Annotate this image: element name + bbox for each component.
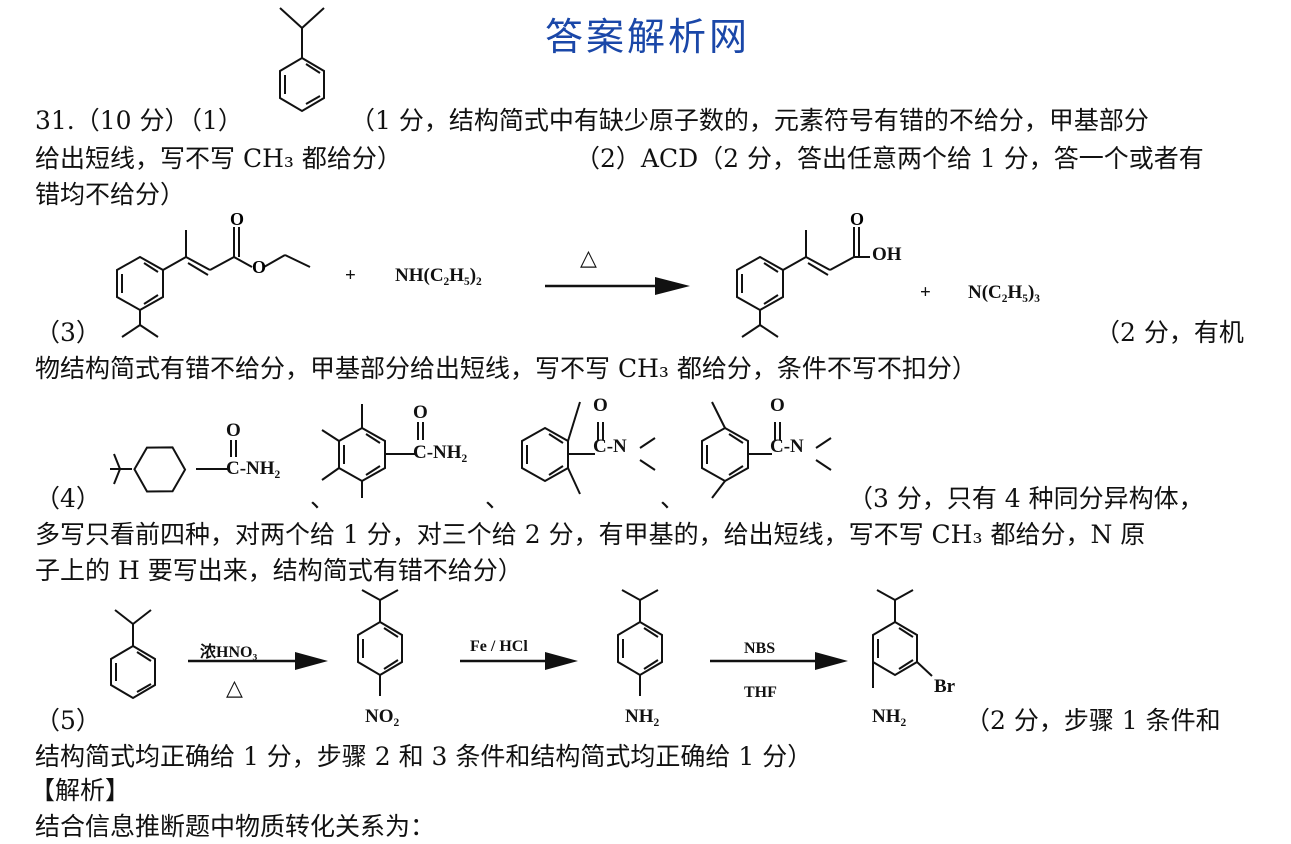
q4-o-4: O xyxy=(770,395,785,416)
q3-ester-o: O xyxy=(252,257,266,277)
q5-step3-solvent: THF xyxy=(744,684,777,701)
q3-plus-2: + xyxy=(920,282,931,303)
q4-o-1: O xyxy=(226,420,241,441)
q4-label: （4） xyxy=(35,484,101,513)
q4-note-a: （3 分，只有 4 种同分异构体， xyxy=(848,484,1204,513)
q4-sep-1: 、 xyxy=(310,484,336,513)
q1-note-b: 给出短线，写不写 CH₃ 都给分） xyxy=(35,144,402,173)
q3-label: （3） xyxy=(35,318,101,347)
q2-answer: （2）ACD（2 分，答出任意两个给 1 分，答一个或者有 xyxy=(575,144,1204,173)
q4-amide-4: C-N xyxy=(770,436,804,457)
q3-product-2: N(C₂H₅)₃ xyxy=(968,282,1040,303)
q5-br: Br xyxy=(934,676,956,697)
watermark-title: 答案解析网 xyxy=(545,15,751,59)
q3-plus-1: + xyxy=(345,265,356,286)
q5-nh2-b: NH₂ xyxy=(872,706,907,727)
q5-step2-reagent: Fe / HCl xyxy=(470,638,528,655)
q5-nh2-a: NH₂ xyxy=(625,706,660,727)
q3-reaction-scheme: O O O xyxy=(116,209,870,338)
q3-condition: △ xyxy=(580,246,597,271)
q4-sep-3: 、 xyxy=(660,484,686,513)
q4-note-c: 子上的 H 要写出来，结构简式有错不给分） xyxy=(35,556,523,585)
analysis-line-1: 结合信息推断题中物质转化关系为： xyxy=(35,812,436,841)
q3-reagent: NH(C₂H₅)₂ xyxy=(395,265,482,286)
q1-prefix: 31.（10 分）（1） xyxy=(35,106,243,135)
q5-route xyxy=(110,589,933,700)
analysis-heading: 【解析】 xyxy=(30,776,131,805)
q5-note-a: （2 分，步骤 1 条件和 xyxy=(965,706,1221,735)
q2-answer-cont: 错均不给分） xyxy=(35,180,186,209)
q1-note-a: （1 分，结构简式中有缺少原子数的，元素符号有错的不给分，甲基部分 xyxy=(350,106,1149,135)
q4-amide-2: C-NH₂ xyxy=(413,442,468,463)
q4-o-2: O xyxy=(413,402,428,423)
svg-text:O: O xyxy=(850,209,864,229)
q5-step3-reagent: NBS xyxy=(744,640,776,657)
q5-step1-condition: △ xyxy=(226,676,243,701)
q3-ester-ring xyxy=(116,255,164,312)
q4-o-3: O xyxy=(593,395,608,416)
q5-note-b: 结构简式均正确给 1 分，步骤 2 和 3 条件和结构简式均正确给 1 分） xyxy=(35,742,813,771)
q3-oh: OH xyxy=(872,244,902,265)
q4-sep-2: 、 xyxy=(485,484,511,513)
q4-isomers xyxy=(110,401,832,499)
cumene-structure xyxy=(279,7,325,113)
q5-label: （5） xyxy=(35,706,101,735)
q4-note-b: 多写只看前四种，对两个给 1 分，对三个给 2 分，有甲基的，给出短线，写不写 … xyxy=(35,520,1146,549)
q3-ester-o-top: O xyxy=(230,209,244,229)
q5-no2: NO₂ xyxy=(365,706,400,727)
q5-step1-reagent: 浓HNO₃ xyxy=(200,644,258,661)
q3-note-b: 物结构简式有错不给分，甲基部分给出短线，写不写 CH₃ 都给分，条件不写不扣分） xyxy=(35,354,977,383)
q3-note-a: （2 分，有机 xyxy=(1095,318,1244,347)
q4-amide-3: C-N xyxy=(593,436,627,457)
q4-amide-1: C-NH₂ xyxy=(226,458,281,479)
